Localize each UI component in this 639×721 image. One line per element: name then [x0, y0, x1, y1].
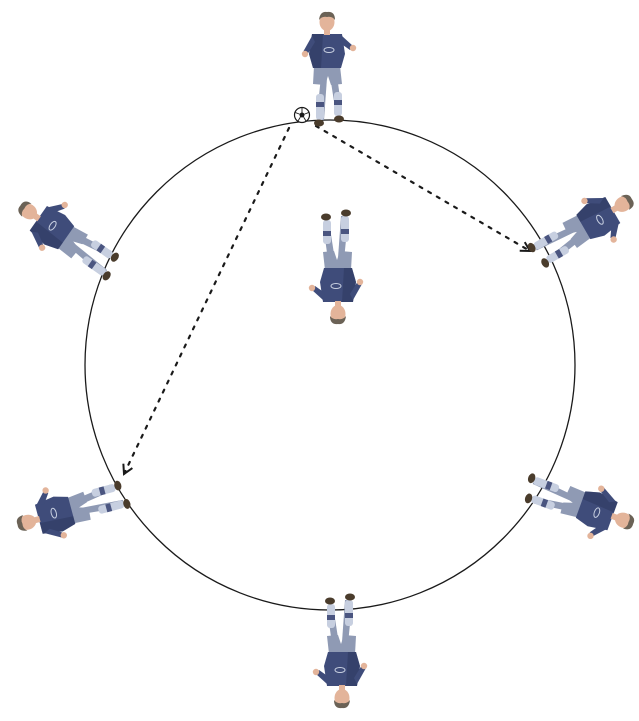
soccer-ball-icon [295, 108, 310, 123]
soccer-player-with-ball-icon [302, 12, 356, 127]
soccer-player-icon [313, 594, 367, 709]
soccer-player-icon [520, 177, 639, 281]
drill-circle [85, 120, 575, 610]
soccer-player-icon [6, 182, 131, 292]
pass-arrow-top-to-lower-left [124, 128, 289, 474]
soccer-player-icon [309, 210, 363, 325]
soccer-player-icon [10, 467, 135, 549]
soccer-player-icon [516, 461, 639, 551]
